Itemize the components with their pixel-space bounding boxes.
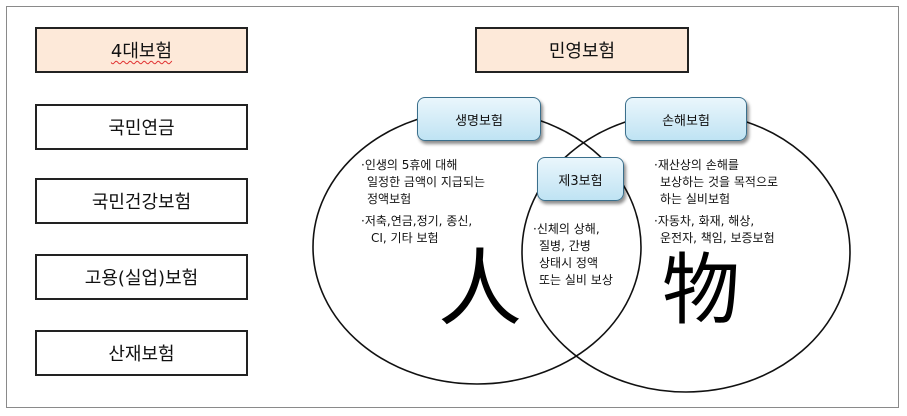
life-insurance-tag: 생명보험 <box>417 97 541 141</box>
third-desc-line: 질병, 간병 <box>539 239 591 253</box>
damage-list-line: ·자동차, 화재, 해상, <box>654 214 755 228</box>
diagram-frame <box>6 6 899 408</box>
damage-insurance-description: ·재산상의 손해를 보상하는 것을 목적으로 하는 실비보험 <box>654 157 778 208</box>
life-insurance-list: ·저축,연금,정기, 종신, CI, 기타 보험 <box>361 213 472 247</box>
employment-insurance-box: 고용(실업)보험 <box>35 254 248 300</box>
employment-insurance-label: 고용(실업)보험 <box>84 268 199 289</box>
damage-insurance-tag: 손해보험 <box>625 97 747 141</box>
damage-desc-line: 하는 실비보험 <box>660 192 731 206</box>
private-insurance-title: 민영보험 <box>475 27 689 73</box>
life-list-line: ·저축,연금,정기, 종신, <box>361 214 473 228</box>
damage-insurance-list: ·자동차, 화재, 해상, 운전자, 책임, 보증보험 <box>654 213 775 247</box>
damage-insurance-tag-label: 손해보험 <box>662 113 710 129</box>
national-health-insurance-box: 국민건강보험 <box>35 178 248 224</box>
four-major-insurance-title: 4대보험 <box>35 27 248 73</box>
life-insurance-description: ·인생의 5휴에 대해 일정한 금액이 지급되는 정액보험 <box>361 157 485 208</box>
damage-desc-line: ·재산상의 손해를 <box>654 158 739 172</box>
national-pension-label: 국민연금 <box>108 118 175 139</box>
industrial-accident-insurance-label: 산재보험 <box>108 344 175 365</box>
third-insurance-tag-label: 제3보험 <box>558 173 603 189</box>
third-desc-line: 상태시 정액 <box>539 256 599 270</box>
life-desc-line: ·인생의 5휴에 대해 <box>361 158 458 172</box>
damage-list-line: 운전자, 책임, 보증보험 <box>660 231 775 245</box>
damage-desc-line: 보상하는 것을 목적으로 <box>660 175 779 189</box>
national-pension-box: 국민연금 <box>35 104 248 150</box>
third-insurance-tag: 제3보험 <box>537 157 624 201</box>
national-health-insurance-label: 국민건강보험 <box>91 192 192 213</box>
life-insurance-tag-label: 생명보험 <box>455 113 503 129</box>
four-major-insurance-label: 4대보험 <box>110 41 173 62</box>
industrial-accident-insurance-box: 산재보험 <box>35 330 248 376</box>
thing-symbol: 物 <box>662 246 741 336</box>
third-desc-line: 또는 실비 보상 <box>539 273 613 287</box>
third-insurance-description: ·신체의 상해, 질병, 간병 상태시 정액 또는 실비 보상 <box>533 221 613 289</box>
life-desc-line: 일정한 금액이 지급되는 <box>367 175 486 189</box>
third-desc-line: ·신체의 상해, <box>533 222 600 236</box>
private-insurance-label: 민영보험 <box>548 41 616 62</box>
person-symbol: 人 <box>438 240 523 338</box>
life-desc-line: 정액보험 <box>367 192 412 206</box>
life-list-line: CI, 기타 보험 <box>371 231 439 245</box>
